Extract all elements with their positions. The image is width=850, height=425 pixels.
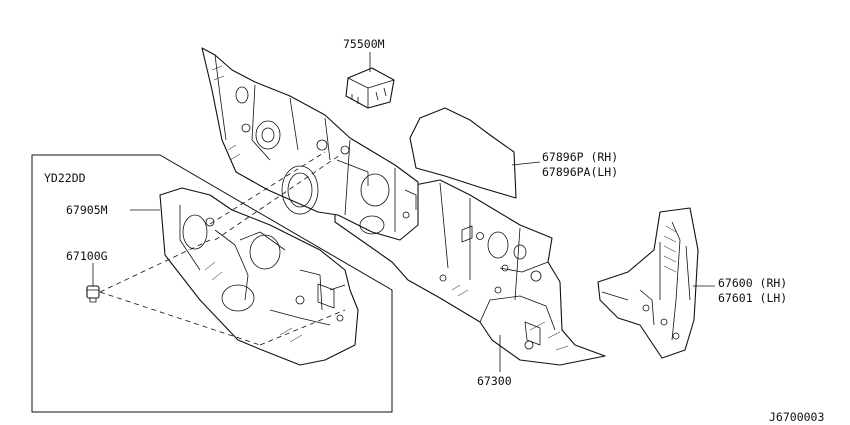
leader-lines [92,52,715,372]
callout-67100g: 67100G [66,249,108,263]
alignment-lines [99,151,346,346]
callout-67905m: 67905M [66,203,108,217]
clip-67100g [86,285,100,303]
diagram-code: J6700003 [769,410,824,424]
insulator-67905m [159,187,359,366]
callout-67600: 67600 (RH) [718,276,787,290]
inset-label-yd22dd: YD22DD [44,171,86,185]
callout-67300: 67300 [477,374,512,388]
callout-67601: 67601 (LH) [718,291,787,305]
callout-67896p: 67896P (RH) [542,150,618,164]
callout-75500m: 75500M [343,37,385,51]
callout-67896pa: 67896PA(LH) [542,165,618,179]
insulator-67896p [409,107,517,199]
dash-panel-upper-67300 [201,47,419,241]
yd22dd-inset [31,154,393,413]
relay-75500m [345,67,395,109]
side-bracket-67600 [597,207,699,359]
